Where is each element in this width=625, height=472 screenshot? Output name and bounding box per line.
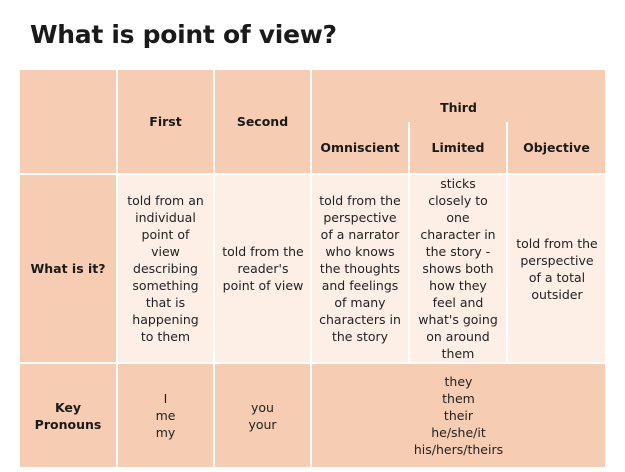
header-limited: Limited: [408, 122, 507, 174]
pronoun-item: your: [248, 416, 277, 432]
second-description-text: told from the reader's point of view: [222, 244, 304, 293]
pronoun-item: he/she/it: [431, 425, 486, 440]
pronoun-item: their: [443, 408, 474, 423]
row-label-key-pronouns: Key Pronouns: [20, 362, 117, 467]
header-second: Second: [213, 70, 311, 174]
omniscient-description-text: told from the perspective of a narrator …: [319, 193, 401, 344]
page-title: What is point of view?: [30, 20, 337, 49]
pronoun-item: me: [155, 408, 176, 423]
key-pronouns-label-line2: Pronouns: [34, 416, 102, 432]
cell-second-description: told from the reader's point of view: [213, 173, 311, 363]
pronoun-item: them: [442, 391, 475, 406]
row-label-what-is-it: What is it?: [20, 173, 117, 363]
header-third: Third: [310, 70, 605, 122]
point-of-view-table: First Second Third Omniscient Limited Ob…: [20, 70, 605, 467]
limited-description-text: sticks closely to one character in the s…: [418, 176, 498, 361]
header-omniscient: Omniscient: [310, 122, 409, 174]
pronoun-item: you: [251, 399, 274, 415]
first-description-text: told from an individual point of view de…: [127, 193, 204, 344]
pronoun-item: my: [155, 425, 176, 440]
cell-third-pronouns: they them their he/she/it his/hers/their…: [310, 362, 605, 467]
cell-first-description: told from an individual point of view de…: [116, 173, 214, 363]
header-corner-cell: [20, 70, 117, 174]
objective-description-text: told from the perspective of a total out…: [516, 235, 598, 302]
cell-omniscient-description: told from the perspective of a narrator …: [310, 173, 409, 363]
cell-limited-description: sticks closely to one character in the s…: [408, 173, 507, 363]
header-first: First: [116, 70, 214, 174]
cell-objective-description: told from the perspective of a total out…: [506, 173, 605, 363]
cell-first-pronouns: I me my: [116, 362, 214, 467]
pronoun-item: they: [444, 374, 473, 389]
cell-second-pronouns: you your: [213, 362, 311, 467]
header-objective: Objective: [506, 122, 605, 174]
key-pronouns-label-line1: Key: [54, 399, 82, 415]
pronoun-item: his/hers/theirs: [413, 442, 504, 457]
pronoun-item: I: [163, 391, 168, 406]
